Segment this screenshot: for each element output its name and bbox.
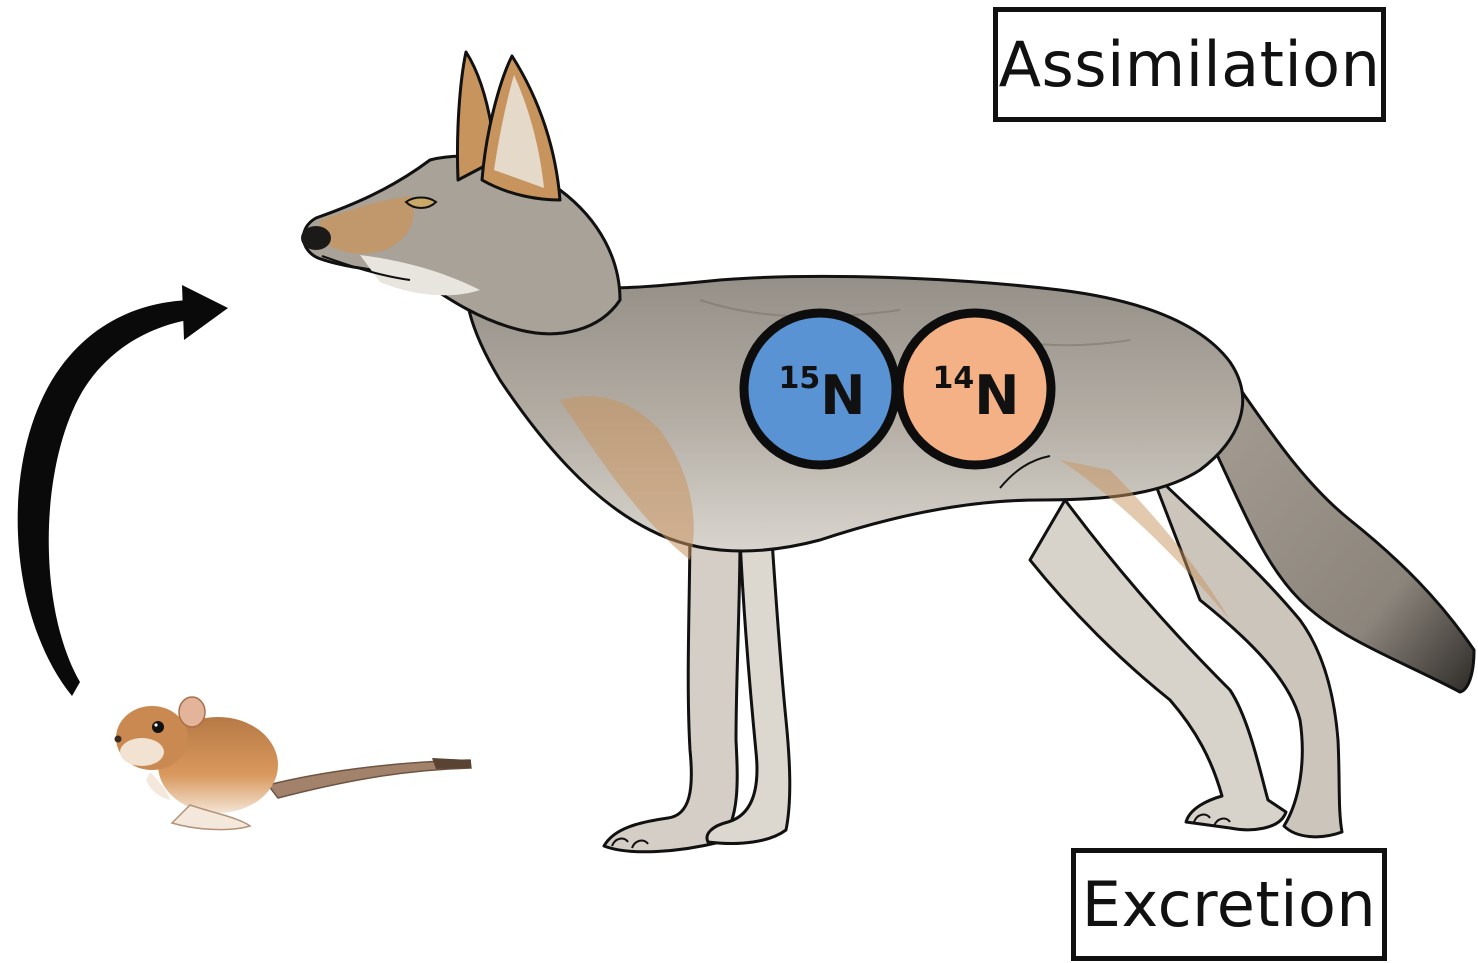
assimilation-text: Assimilation [998,28,1381,101]
isotope-n15-circle: 15N [739,308,901,470]
kangaroo-rat-icon [114,696,472,831]
isotope-n14-circle: 14N [894,308,1056,470]
assimilation-label: Assimilation [993,7,1386,122]
isotope-mass: 14 [933,361,975,396]
excretion-label: Excretion [1071,848,1387,961]
excretion-text: Excretion [1081,868,1377,941]
isotope-mass: 15 [779,361,821,396]
isotope-symbol: N [820,364,865,427]
curved-arrow-icon [17,285,228,696]
isotope-symbol: N [974,364,1019,427]
coyote-icon [301,50,1476,854]
svg-text:15N: 15N [779,361,866,427]
svg-text:14N: 14N [933,361,1020,427]
